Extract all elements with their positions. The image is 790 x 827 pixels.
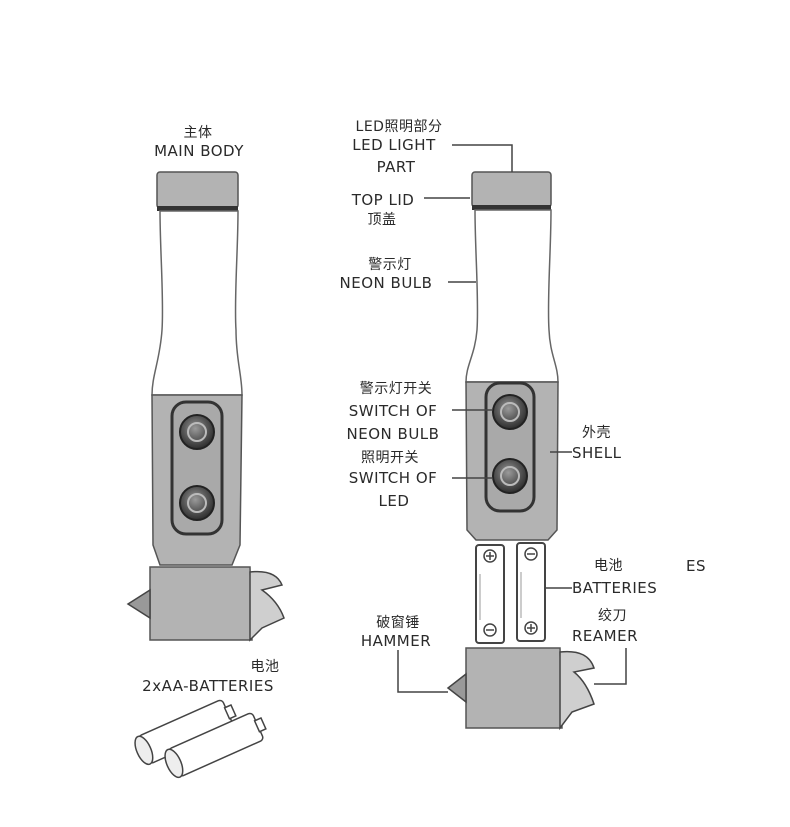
exploded-hammer-spike <box>446 672 467 704</box>
exploded-hammer-head <box>465 647 563 729</box>
batteries-label-fragment: ES <box>686 557 706 575</box>
reamer-label-zh: 绞刀 <box>598 608 627 624</box>
shell-label: SHELL <box>572 444 622 462</box>
main-body-hammer-head <box>149 566 253 641</box>
main-body-neon-switch-ring <box>187 422 207 442</box>
switch-led-label-zh: 照明开关 <box>361 450 419 466</box>
top-lid-label-zh: 顶盖 <box>367 212 397 228</box>
shell-label-zh: 外壳 <box>582 425 611 441</box>
led-light-part-label-line1: LED LIGHT <box>352 136 436 154</box>
main-body-neon-switch <box>179 414 215 450</box>
aa-batteries-label: 2xAA-BATTERIES <box>142 677 274 695</box>
exploded-neon-switch-ring <box>500 402 520 422</box>
reamer-label: REAMER <box>572 627 639 645</box>
leader-hammer <box>397 650 448 693</box>
main-body-label-zh: 主体 <box>183 125 213 141</box>
main-body-reamer <box>249 570 285 642</box>
exploded-top-lid <box>471 171 552 208</box>
switch-led-label-line1: SWITCH OF <box>348 469 438 487</box>
top-lid-label: TOP LID <box>351 191 415 209</box>
exploded-lid-band <box>472 205 551 210</box>
aa-battery <box>134 699 237 766</box>
aa-batteries-label-zh: 电池 <box>250 659 280 675</box>
exploded-battery-left <box>475 544 505 644</box>
main-body-illustration <box>126 171 285 642</box>
main-body-tube <box>151 210 243 396</box>
exploded-battery-right <box>516 542 546 642</box>
main-body-led-switch-ring <box>187 493 207 513</box>
aa-batteries-illustration <box>134 699 267 779</box>
led-light-part-label-line2: PART <box>376 158 416 176</box>
exploded-reamer <box>559 650 595 731</box>
main-body-hammer-spike <box>126 588 151 620</box>
hammer-label: HAMMER <box>360 632 432 650</box>
exploded-led-switch <box>492 458 528 494</box>
switch-neon-label-line1: SWITCH OF <box>348 402 438 420</box>
leader-reamer <box>594 648 627 685</box>
main-body-led-switch <box>179 485 215 521</box>
main-body-top-cap <box>156 171 239 209</box>
led-light-part-label-zh: LED照明部分 <box>355 119 443 135</box>
aa-battery <box>164 712 267 779</box>
hammer-label-zh: 破窗锤 <box>376 615 420 631</box>
exploded-tube <box>465 209 559 383</box>
neon-bulb-label-zh: 警示灯 <box>368 257 412 273</box>
leader-lines <box>397 144 627 693</box>
batteries-label-zh: 电池 <box>594 558 623 574</box>
exploded-view-illustration <box>446 171 595 731</box>
exploded-led-switch-ring <box>500 466 520 486</box>
main-body-cap-band <box>157 206 238 211</box>
leader-led-light-part <box>452 144 513 172</box>
exploded-neon-switch <box>492 394 528 430</box>
switch-led-label-line2: LED <box>378 492 410 510</box>
neon-bulb-label: NEON BULB <box>339 274 433 292</box>
batteries-label: BATTERIES <box>572 579 658 597</box>
switch-neon-label-line2: NEON BULB <box>346 425 440 443</box>
switch-neon-label-zh: 警示灯开关 <box>359 381 433 397</box>
main-body-label: MAIN BODY <box>154 142 244 160</box>
